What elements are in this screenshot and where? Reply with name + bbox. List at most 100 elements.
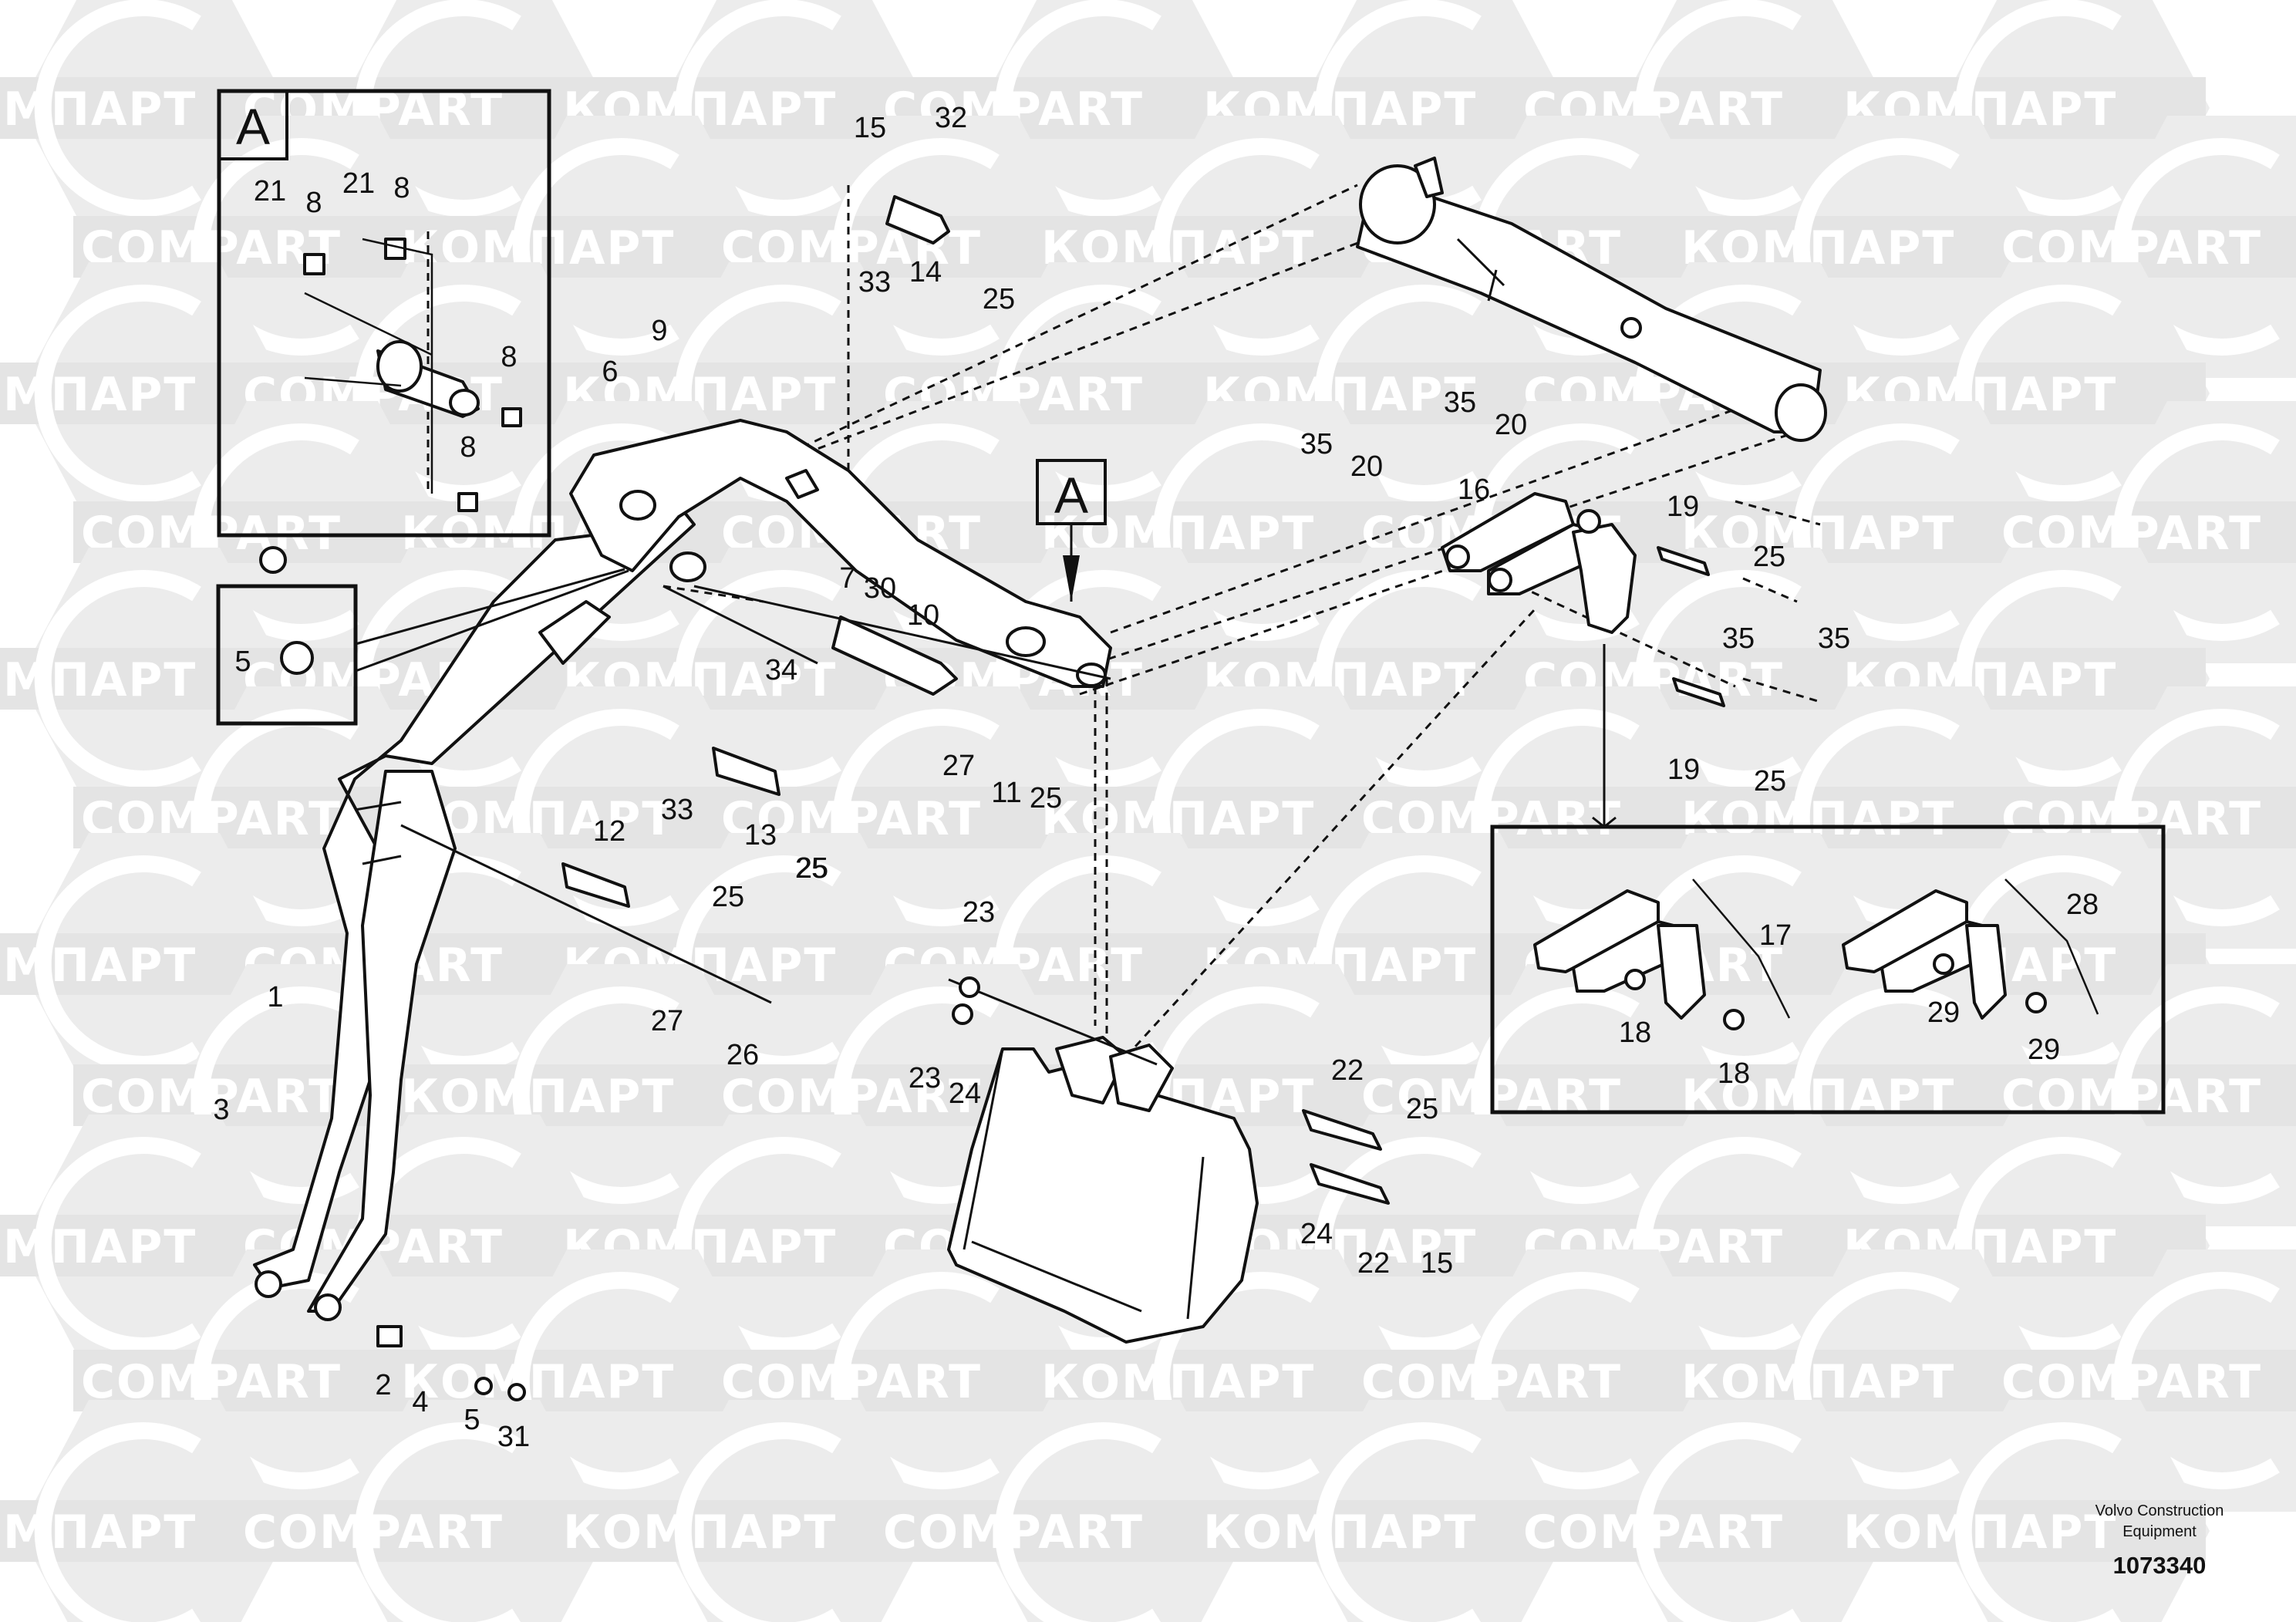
callout-25d: 25: [1030, 782, 1062, 814]
watermark-tile: КОМПАРТ: [1836, 1400, 2210, 1622]
detail-marker-a-center: A: [1036, 459, 1107, 602]
publisher-line-2: Equipment: [2122, 1523, 2197, 1540]
callout-8d: 8: [460, 431, 476, 464]
watermark-label: КОМПАРТ: [0, 653, 197, 707]
callout-22b: 22: [1357, 1247, 1390, 1280]
callout-24b: 24: [1300, 1218, 1333, 1250]
callout-29b: 29: [2028, 1034, 2060, 1066]
credit-block: Volvo Construction Equipment 1073340: [2095, 1502, 2224, 1579]
callout-9: 9: [651, 315, 667, 347]
watermark-label: КОМПАРТ: [1203, 1506, 1477, 1560]
callout-27a: 27: [651, 1005, 683, 1037]
callout-21b: 21: [342, 167, 375, 200]
callout-22a: 22: [1331, 1054, 1364, 1087]
callout-20a: 20: [1350, 450, 1383, 483]
callout-2: 2: [375, 1369, 391, 1401]
callout-33b: 33: [661, 794, 693, 826]
callout-27b: 27: [942, 750, 975, 782]
watermark-tile: КОМПАРТ: [0, 1114, 289, 1377]
watermark-tile: КОМПАРТ: [0, 0, 289, 239]
callout-18b: 18: [1718, 1057, 1750, 1090]
link-assembly-part: [1441, 492, 1637, 634]
callout-31: 31: [497, 1421, 530, 1453]
callout-25b: 25: [795, 852, 828, 885]
callout-3: 3: [213, 1094, 229, 1126]
watermark-tile: COMPART: [1515, 1400, 1890, 1622]
detail-view-a: A: [217, 89, 551, 538]
publisher-line-1: Volvo Construction: [2095, 1502, 2224, 1519]
bucket-part: [947, 1036, 1259, 1344]
watermark-tile: COMPART: [235, 1400, 609, 1622]
callout-34: 34: [765, 654, 797, 686]
watermark-label: COMPART: [883, 1506, 1144, 1560]
drawing-number: 1073340: [2113, 1552, 2207, 1579]
callout-35d: 35: [1818, 622, 1850, 655]
assembly-guide-lines: [426, 184, 1821, 1058]
callout-6: 6: [602, 356, 618, 388]
callout-25c: 25: [712, 881, 744, 913]
callout-35a: 35: [1300, 428, 1333, 460]
callout-13: 13: [744, 819, 777, 851]
callout-26: 26: [727, 1039, 759, 1071]
callout-5a: 5: [234, 646, 251, 678]
callout-24a: 24: [949, 1077, 981, 1110]
callout-25h: 25: [796, 852, 828, 885]
watermark-label: КОМПАРТ: [0, 83, 197, 137]
callout-25g: 25: [1406, 1093, 1438, 1125]
detail-view-seal: [216, 568, 629, 726]
watermark-tile: КОМПАРТ: [0, 833, 289, 1095]
watermark-tile: КОМПАРТ: [0, 262, 289, 524]
callout-1: 1: [267, 981, 283, 1013]
pins-and-hardware: [259, 195, 1725, 1401]
watermark-label: КОМПАРТ: [0, 1506, 197, 1560]
callout-20b: 20: [1495, 409, 1527, 441]
callout-15b: 15: [1421, 1247, 1453, 1280]
watermark-label: КОМПАРТ: [563, 1506, 837, 1560]
callout-18a: 18: [1619, 1017, 1651, 1049]
watermark-label: КОМПАРТ: [0, 1220, 197, 1274]
callout-4: 4: [412, 1386, 428, 1418]
hydraulic-cylinder-part: [1356, 157, 1827, 442]
watermark-label: COMPART: [1523, 1506, 1784, 1560]
watermark-label: КОМПАРТ: [0, 939, 197, 993]
callout-10: 10: [907, 599, 939, 632]
callout-7: 7: [839, 562, 855, 595]
watermark-tile: КОМПАРТ: [1195, 1400, 1569, 1622]
detail-view-link-variants: [1490, 644, 2166, 1114]
callout-19b: 19: [1667, 754, 1700, 786]
svg-text:A: A: [1054, 467, 1088, 524]
callout-32: 32: [935, 102, 967, 134]
callout-16: 16: [1458, 474, 1490, 506]
watermark-tile: КОМПАРТ: [0, 1400, 289, 1622]
callout-5b: 5: [464, 1404, 480, 1436]
callout-30: 30: [864, 572, 896, 605]
watermark-tile: COMPART: [875, 1400, 1249, 1622]
dipper-arm-part: [569, 419, 1112, 688]
callout-17: 17: [1759, 919, 1792, 952]
callout-8b: 8: [393, 172, 410, 204]
callout-28: 28: [2066, 889, 2099, 921]
callout-35c: 35: [1722, 622, 1755, 655]
watermark-label: КОМПАРТ: [0, 368, 197, 422]
callout-25f: 25: [1754, 765, 1786, 798]
detail-marker-a: A: [236, 98, 270, 155]
watermark-tile: КОМПАРТ: [555, 1400, 929, 1622]
callout-21a: 21: [254, 175, 286, 207]
watermark-label: КОМПАРТ: [1843, 1506, 2117, 1560]
callout-23b: 23: [909, 1062, 941, 1094]
callout-11: 11: [991, 777, 1021, 809]
callout-23a: 23: [963, 896, 995, 929]
callout-8a: 8: [305, 187, 322, 219]
watermark-label: COMPART: [243, 1506, 504, 1560]
callout-19a: 19: [1667, 491, 1699, 523]
callout-8c: 8: [501, 341, 517, 373]
callout-14: 14: [909, 256, 942, 288]
callout-25e: 25: [1753, 541, 1785, 573]
callout-33a: 33: [858, 266, 891, 298]
callout-15a: 15: [854, 112, 886, 144]
callout-35b: 35: [1444, 386, 1476, 419]
boom-part: [253, 484, 696, 1321]
callout-25a: 25: [983, 283, 1015, 315]
